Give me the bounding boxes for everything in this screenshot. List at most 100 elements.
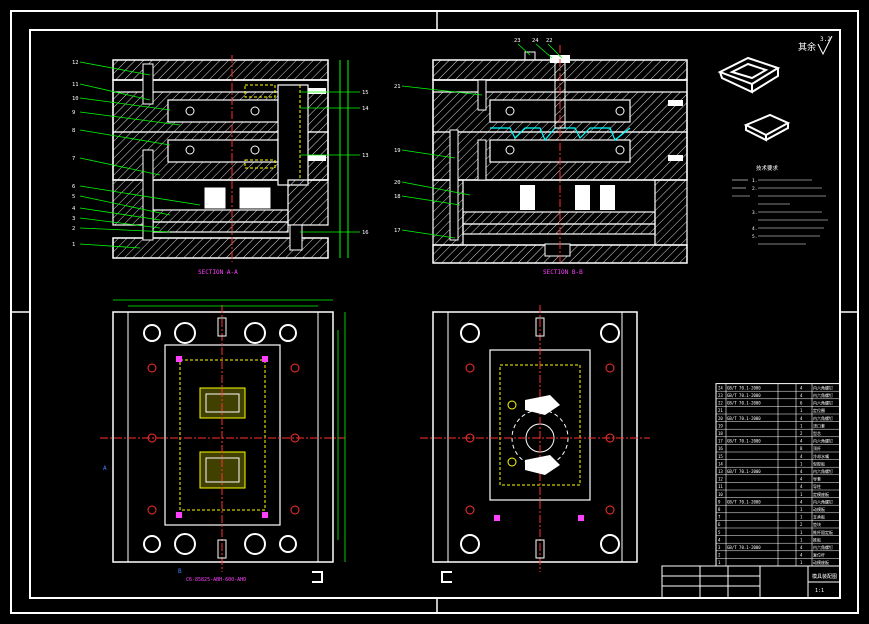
title-block [661, 565, 841, 599]
callout-4: 4 [72, 206, 76, 212]
bom-cell: 2 [800, 522, 803, 527]
bom-cell: 1 [800, 530, 803, 535]
bom-cell: 2 [718, 553, 721, 558]
bom-row: 20 GB/T 70.1-2000 4 内六角螺钉 [718, 415, 833, 421]
callout-5: 5 [72, 194, 75, 200]
bom-cell: 导套 [813, 476, 821, 482]
callout-3: 3 [72, 216, 75, 222]
tech-title: 技术要求 [756, 164, 779, 172]
bom-cell: 4 [800, 477, 803, 482]
bom-cell: 1 [800, 423, 803, 428]
bom-cell: 23 [718, 393, 723, 398]
bom-cell: 内六角螺钉 [813, 415, 833, 421]
bom-cell: 17 [718, 439, 723, 444]
bom-cell: GB/T 70.1-2000 [727, 469, 761, 474]
bottom-note: C6-85825-ABH-600-AHD [186, 577, 246, 583]
bom-cell: 24 [718, 385, 723, 390]
bom-cell: 11 [718, 484, 723, 489]
callout-15: 15 [362, 90, 369, 96]
title-block-title: 模具装配图 [812, 573, 837, 580]
bom-cell: 4 [800, 439, 803, 444]
bom-cell: 4 [800, 499, 803, 504]
bom-cell: 15 [718, 454, 723, 459]
bom-row: 12 4 导套 [718, 476, 821, 482]
bom-cell: 8 [800, 446, 803, 451]
callout-21: 21 [394, 84, 401, 90]
callout-19: 19 [394, 148, 401, 154]
callout-20: 20 [394, 180, 401, 186]
bom-cell: 内六角螺钉 [813, 438, 833, 444]
callout-6: 6 [72, 184, 75, 190]
bom-cell: 内六角螺钉 [813, 400, 833, 406]
bom-cell: 内六角螺钉 [813, 392, 833, 398]
callout-14: 14 [362, 106, 369, 112]
bom-cell: 内六角螺钉 [813, 384, 833, 390]
bom-cell: 4 [800, 416, 803, 421]
bom-cell: 16 [718, 446, 723, 451]
bom-cell: GB/T 70.1-2000 [727, 499, 761, 504]
bom-cell: 内六角螺钉 [813, 544, 833, 550]
bom-cell: 20 [718, 416, 723, 421]
bom-cell: 5 [718, 530, 721, 535]
bom-cell: 浇口套 [813, 422, 825, 428]
bom-cell: 9 [718, 499, 721, 504]
callout-11: 11 [72, 82, 79, 88]
callout-13: 13 [362, 153, 369, 159]
bom-cell: 12 [718, 477, 723, 482]
sheet-frame [10, 10, 859, 614]
bom-row: 11 4 导柱 [718, 483, 821, 489]
bom-cell: 型腔板 [813, 460, 825, 466]
bom-cell: GB/T 70.1-2000 [727, 385, 761, 390]
bom-cell: 4 [718, 537, 721, 542]
bom-cell: 18 [718, 431, 723, 436]
bom-cell: 2 [800, 431, 803, 436]
bom-cell: 1 [800, 515, 803, 520]
bom-cell: 支承板 [813, 514, 825, 520]
bom-cell: 垫块 [813, 521, 821, 527]
roughness-symbol: 其余 3.2 [798, 35, 833, 56]
callout-17: 17 [394, 228, 401, 234]
bom-cell: 6 [718, 522, 721, 527]
callout-2: 2 [72, 226, 75, 232]
plan-view-moving-half [420, 305, 650, 583]
bom-row: 6 2 垫块 [718, 521, 821, 527]
bom-cell: GB/T 70.1-2000 [727, 416, 761, 421]
view-marker-a: A [103, 465, 107, 472]
section-aa-label: SECTION A-A [198, 269, 238, 276]
callout-24: 24 [532, 38, 539, 44]
tech-line-3: 3. [752, 210, 757, 216]
bom-cell: 1 [718, 560, 721, 565]
bom-cell: 4 [800, 484, 803, 489]
bom-cell: 导柱 [813, 483, 821, 489]
tech-line-1: 1. [752, 178, 757, 184]
callout-7: 7 [72, 156, 75, 162]
title-block-scale: 1:1 [815, 588, 824, 594]
technical-requirements: 技术要求 1. 2. 3. 4. 5. [732, 164, 828, 245]
part-3d-preview [717, 56, 791, 142]
bom-cell: 推板 [813, 536, 821, 542]
bom-cell: 推杆固定板 [813, 529, 833, 535]
bom-cell: GB/T 70.1-2000 [727, 401, 761, 406]
bom-cell: 19 [718, 423, 723, 428]
bom-cell: 定位圈 [813, 407, 825, 413]
bom-cell: 动模板 [813, 506, 825, 512]
bom-cell: 复位杆 [813, 552, 825, 558]
tech-line-4: 4. [752, 226, 757, 232]
callout-10: 10 [72, 96, 79, 102]
tech-line-2: 2. [752, 186, 757, 192]
callout-16: 16 [362, 230, 369, 236]
roughness-note: 其余 [798, 41, 816, 53]
bom-cell: GB/T 70.1-2000 [727, 393, 761, 398]
section-aa-view: SECTION A-A 12 11 10 9 8 7 [72, 55, 369, 276]
bom-row: 5 1 推杆固定板 [718, 529, 833, 535]
bom-cell: 4 [800, 553, 803, 558]
bom-cell: GB/T 70.1-2000 [727, 439, 761, 444]
